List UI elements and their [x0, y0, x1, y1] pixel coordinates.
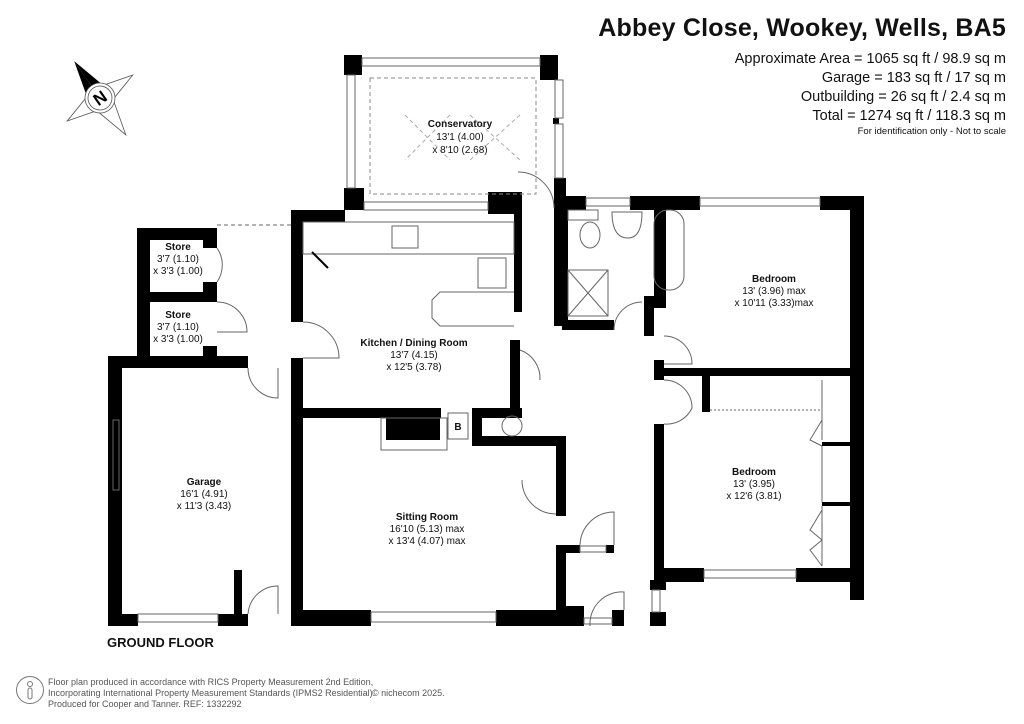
boiler-label: B — [454, 422, 461, 433]
property-address-title: Abbey Close, Wookey, Wells, BA5 — [598, 14, 1006, 42]
approximate-area: Approximate Area = 1065 sq ft / 98.9 sq … — [734, 51, 1006, 67]
room-bedroom-front: Bedroom 13' (3.95) x 12'6 (3.81) — [726, 467, 781, 502]
room-sitting: Sitting Room 16'10 (5.13) max x 13'4 (4.… — [389, 512, 466, 547]
windows-and-fixtures — [112, 57, 823, 627]
floor-label: GROUND FLOOR — [107, 635, 214, 650]
svg-text:3'7 (1.10): 3'7 (1.10) — [157, 322, 199, 333]
svg-text:13' (3.96) max: 13' (3.96) max — [742, 286, 806, 297]
room-kitchen-dining: Kitchen / Dining Room 13'7 (4.15) x 12'5… — [360, 338, 467, 373]
svg-text:x 11'3 (3.43): x 11'3 (3.43) — [177, 501, 232, 512]
svg-text:x 10'11 (3.33)max: x 10'11 (3.33)max — [735, 298, 814, 309]
svg-text:x 13'4 (4.07) max: x 13'4 (4.07) max — [389, 536, 466, 547]
svg-text:Bedroom: Bedroom — [732, 467, 776, 478]
svg-text:Garage: Garage — [187, 477, 222, 488]
svg-text:Bedroom: Bedroom — [752, 274, 796, 285]
room-store-lower: Store 3'7 (1.10) x 3'3 (1.00) — [153, 310, 203, 345]
footer-line-2: Incorporating International Property Mea… — [48, 688, 376, 698]
room-garage: Garage 16'1 (4.91) x 11'3 (3.43) — [177, 477, 232, 512]
footer-line-1: Floor plan produced in accordance with R… — [48, 677, 374, 687]
garage-area: Garage = 183 sq ft / 17 sq m — [821, 70, 1006, 86]
svg-text:13' (3.95): 13' (3.95) — [733, 479, 775, 490]
info-person-icon — [16, 676, 44, 704]
svg-text:13'7 (4.15): 13'7 (4.15) — [390, 350, 438, 361]
svg-text:x 12'6 (3.81): x 12'6 (3.81) — [726, 491, 781, 502]
svg-text:x 8'10 (2.68): x 8'10 (2.68) — [432, 145, 487, 156]
svg-text:x 3'3 (1.00): x 3'3 (1.00) — [153, 266, 203, 277]
svg-text:Sitting Room: Sitting Room — [396, 512, 458, 523]
svg-text:x 3'3 (1.00): x 3'3 (1.00) — [153, 334, 203, 345]
area-summary: Approximate Area = 1065 sq ft / 98.9 sq … — [735, 50, 1006, 126]
disclaimer-note: For identification only - Not to scale — [857, 126, 1006, 137]
svg-text:16'10 (5.13) max: 16'10 (5.13) max — [390, 524, 465, 535]
footer-credits: Floor plan produced in accordance with R… — [48, 677, 375, 710]
svg-text:Kitchen / Dining Room: Kitchen / Dining Room — [360, 338, 467, 349]
svg-text:3'7 (1.10): 3'7 (1.10) — [157, 254, 199, 265]
room-bedroom-rear: Bedroom 13' (3.96) max x 10'11 (3.33)max — [735, 274, 814, 309]
svg-text:Conservatory: Conservatory — [428, 119, 493, 130]
north-compass-icon: N — [66, 61, 134, 137]
footer-line-3: Produced for Cooper and Tanner. REF: 133… — [48, 699, 242, 709]
room-store-upper: Store 3'7 (1.10) x 3'3 (1.00) — [153, 242, 203, 277]
svg-text:Store: Store — [165, 242, 191, 253]
total-area: Total = 1274 sq ft / 118.3 sq m — [812, 108, 1006, 124]
svg-text:x 12'5 (3.78): x 12'5 (3.78) — [386, 362, 441, 373]
svg-text:13'1 (4.00): 13'1 (4.00) — [436, 132, 484, 143]
svg-text:16'1 (4.91): 16'1 (4.91) — [180, 489, 228, 500]
outbuilding-area: Outbuilding = 26 sq ft / 2.4 sq m — [800, 89, 1006, 105]
room-conservatory: Conservatory 13'1 (4.00) x 8'10 (2.68) — [428, 119, 493, 156]
walls — [108, 55, 864, 626]
svg-text:Store: Store — [165, 310, 191, 321]
copyright: © nichecom 2025. — [372, 688, 445, 698]
